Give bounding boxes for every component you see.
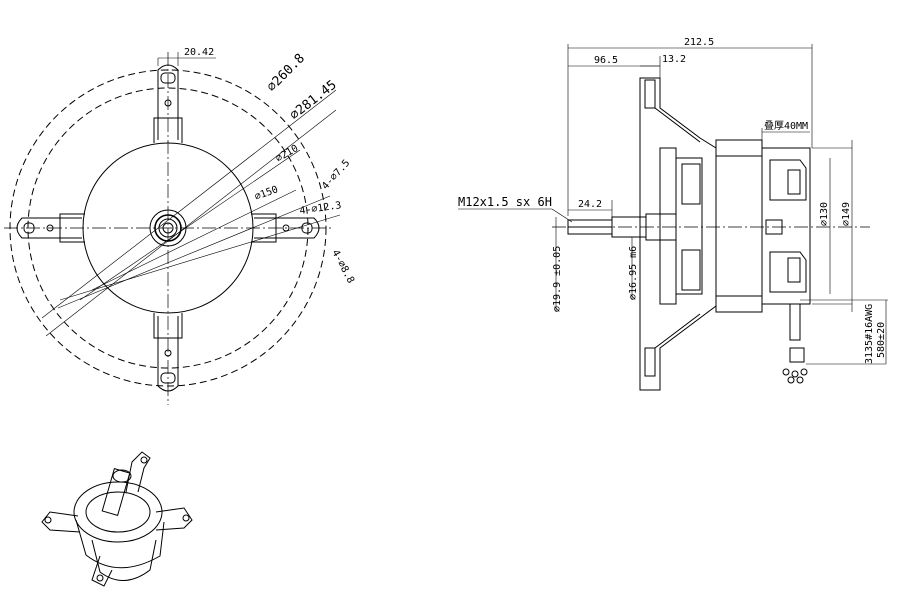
dia-149-label: ∅149 (841, 202, 852, 226)
radial-leaders (41, 89, 341, 337)
dim-width-label: 20.42 (184, 47, 214, 58)
front-view: 20.42 ∅260.8 ∅281.45 ∅210 ∅150 4-∅7.5 4-… (4, 47, 356, 405)
dim-total-label: 212.5 (684, 37, 714, 48)
dia-130-label: ∅130 (819, 202, 830, 226)
bracket-right (251, 213, 320, 243)
motor-body (659, 139, 811, 313)
lead-wire (782, 303, 808, 384)
mounting-flange (639, 77, 717, 391)
shaft-dia2-label: ∅16.95 m6 (628, 246, 639, 300)
shaft (552, 213, 870, 241)
lead-len-label: 580±20 (876, 322, 887, 358)
shaft-dia-label: ∅19.9 ±0.05 (552, 246, 563, 312)
lead-awg-label: 3135#16AWG (864, 304, 875, 364)
slot-75-label: 4-∅7.5 (320, 158, 352, 192)
dia-outer-label: ∅260.8 (264, 51, 308, 95)
isometric-view (41, 451, 193, 587)
dia-210-label: ∅210 (274, 143, 300, 165)
bracket-top (153, 64, 183, 143)
side-view: 212.5 96.5 13.2 (458, 37, 888, 391)
stack-label: 叠厚40MM (764, 120, 808, 132)
dim-132-label: 13.2 (662, 54, 686, 65)
dim-965-label: 96.5 (594, 55, 618, 66)
bracket-left (16, 213, 85, 243)
thread-label: M12x1.5 sx 6H (458, 195, 552, 209)
slot-88-label: 4-∅8.8 (329, 248, 356, 285)
dia-mount-label: ∅281.45 (287, 78, 339, 124)
bracket-bottom (153, 313, 183, 392)
dim-242-label: 24.2 (578, 199, 602, 210)
